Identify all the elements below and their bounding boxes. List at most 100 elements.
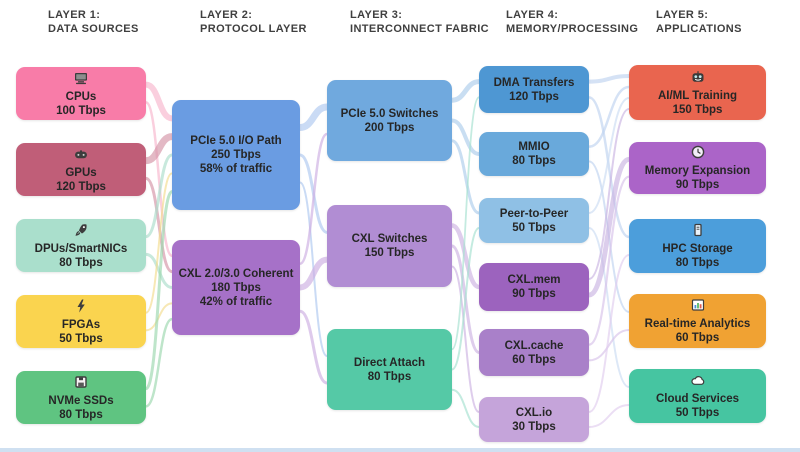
node-value: 80 Tbps [675,257,720,269]
flow-link-gpus-to-cxl-coherent [144,176,174,274]
header-line2: INTERCONNECT FABRIC [350,23,489,35]
node-hpc-storage: HPC Storage 80 Tbps [629,219,766,273]
header-line1: LAYER 4: [506,9,559,21]
node-value: 50 Tbps [512,221,556,234]
gamepad-icon [73,146,89,163]
header-line1: LAYER 5: [656,9,709,21]
floppy-disk-icon [73,374,89,391]
flow-link-pcie-switches-to-dma [449,79,482,103]
flow-link-cxl-switches-to-cxl-io [451,265,480,413]
node-value: 60 Tbps [512,353,556,366]
bar-chart-icon [690,297,706,314]
header-line2: DATA SOURCES [48,23,139,35]
flow-link-pcie-path-to-pcie-switches [296,103,331,131]
flow-link-dma-to-hpc-storage [587,96,631,239]
header-line1: LAYER 2: [200,9,253,21]
header-line1: LAYER 3: [350,9,403,21]
node-cxl-switches: CXL Switches 150 Tbps [327,205,452,287]
column-header-layer-4: LAYER 4: MEMORY/PROCESSING [506,8,638,36]
node-label: DPUs/SmartNICs [34,242,128,255]
rocket-icon [73,222,89,239]
flow-link-dpus-to-pcie-path [144,153,174,239]
column-header-layer-3: LAYER 3: INTERCONNECT FABRIC [350,8,489,36]
flow-link-cxl-mem-to-memory-expansion [586,156,632,298]
clock-icon [690,144,706,161]
flow-link-dma-to-ai-ml-training [587,74,631,84]
flow-link-peer-to-peer-to-ai-ml-training [588,97,630,214]
flow-link-cpus-to-pcie-path [143,81,175,122]
flow-link-cxl-coherent-to-pcie-switches [298,132,329,265]
flow-link-direct-attach-to-peer-to-peer [451,227,480,371]
node-label: Memory Expansion [644,165,751,177]
node-cloud-services: Cloud Services 50 Tbps [629,369,766,423]
flow-link-cxl-io-to-cloud-services [588,404,630,428]
storage-device-icon [690,222,706,239]
node-label: Cloud Services [655,393,740,405]
node-label: NVMe SSDs [48,394,114,407]
header-line2: MEMORY/PROCESSING [506,23,639,35]
bottom-edge-strip [0,448,800,452]
node-label: Direct Attach [353,356,426,369]
node-label: HPC Storage [662,243,733,255]
node-label: Peer-to-Peer [499,207,569,220]
node-value: 120 Tbps [509,90,559,103]
node-traffic-share: 42% of traffic [199,295,273,308]
header-line2: PROTOCOL LAYER [200,23,307,35]
flow-link-cxl-coherent-to-direct-attach [298,309,329,385]
node-value: 120 Tbps [56,180,106,193]
computer-icon [73,70,89,87]
flow-link-cxl-cache-to-real-time-analytics [588,329,630,362]
node-value: 30 Tbps [512,420,556,433]
lightning-icon [73,298,89,315]
header-line1: LAYER 1: [48,9,101,21]
node-value: 50 Tbps [59,332,103,345]
cloud-icon [690,372,706,389]
node-value: 250 Tbps [211,149,261,161]
node-value: 80 Tbps [59,408,103,421]
node-value: 60 Tbps [675,332,720,344]
column-header-layer-5: LAYER 5:APPLICATIONS [656,8,742,36]
column-header-layer-1: LAYER 1: DATA SOURCES [48,8,139,36]
node-label: CXL Switches [351,233,428,245]
node-label: CXL.cache [504,339,564,352]
flow-link-cxl-mem-to-ai-ml-training [588,108,630,280]
node-label: FPGAs [61,318,101,331]
node-value: 90 Tbps [512,288,556,300]
flow-link-direct-attach-to-dma [451,96,480,351]
node-label: CXL.io [515,406,553,419]
node-label: PCIe 5.0 I/O Path [190,135,282,147]
flow-link-cpus-to-cxl-coherent [144,101,174,258]
node-value: 180 Tbps [211,281,261,294]
node-value: 100 Tbps [56,104,106,117]
node-value: 150 Tbps [364,247,415,259]
node-value: 50 Tbps [675,407,720,419]
node-value: 150 Tbps [672,103,723,116]
flow-link-nvme-ssds-to-pcie-path [144,190,174,391]
node-value: 80 Tbps [367,370,412,383]
node-pcie-path: PCIe 5.0 I/O Path 250 Tbps 58% of traffic [172,100,300,210]
flow-link-cxl-coherent-to-cxl-switches [297,256,330,291]
node-label: MMIO [518,141,550,153]
node-value: 80 Tbps [59,256,103,269]
flow-link-peer-to-peer-to-cloud-services [588,227,630,388]
flow-link-pcie-switches-to-peer-to-peer [450,139,481,215]
node-value: 200 Tbps [364,121,415,134]
node-label: CPUs [65,90,97,103]
node-label: CXL 2.0/3.0 Coherent [178,267,294,280]
node-traffic-share: 58% of traffic [199,163,273,175]
flow-link-nvme-ssds-to-cxl-coherent [144,317,174,408]
